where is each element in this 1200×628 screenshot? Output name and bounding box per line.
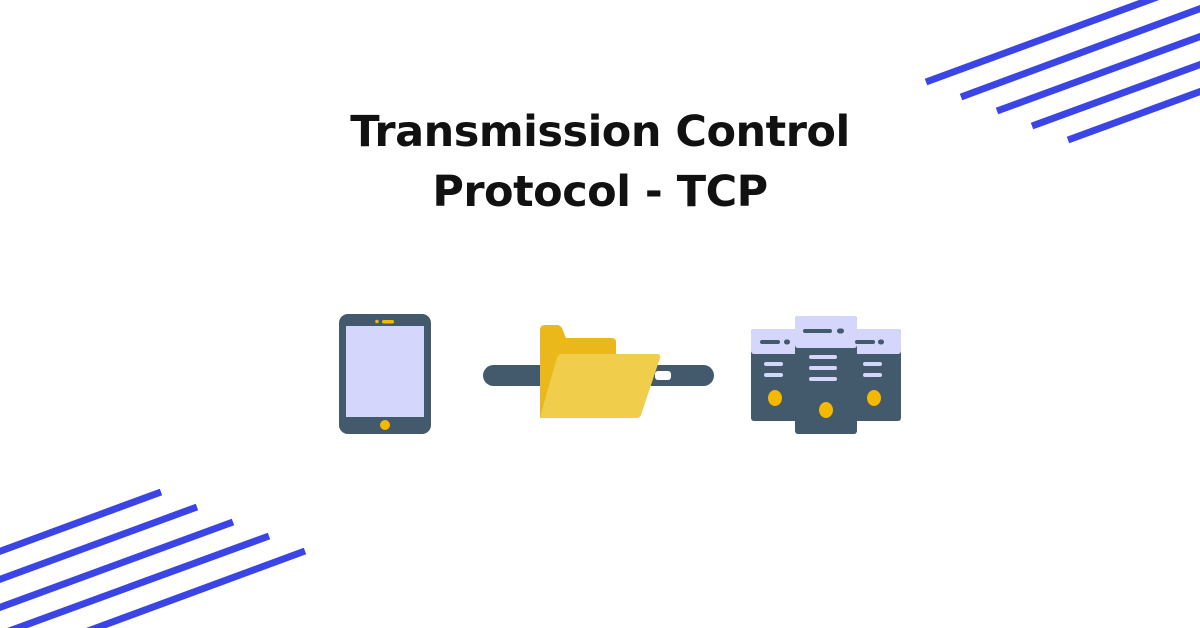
top-right-stripes xyxy=(924,0,1200,144)
stripe xyxy=(924,0,1160,86)
bottom-left-stripes xyxy=(0,488,307,628)
server-cluster-icon xyxy=(751,316,901,434)
tablet-icon xyxy=(339,314,431,434)
stripe xyxy=(0,488,163,556)
stripe xyxy=(1066,87,1200,144)
stripe xyxy=(959,4,1200,101)
stripe xyxy=(7,532,271,628)
stripe xyxy=(0,518,235,612)
stripe xyxy=(1030,60,1200,130)
title-line-1: Transmission Control xyxy=(350,107,850,157)
stripe xyxy=(85,547,307,628)
title-line-2: Protocol - TCP xyxy=(432,167,768,217)
stripe xyxy=(995,32,1200,115)
stripe xyxy=(0,503,199,584)
page-title: Transmission Control Protocol - TCP xyxy=(0,102,1200,222)
folder-transfer-icon xyxy=(483,325,714,418)
